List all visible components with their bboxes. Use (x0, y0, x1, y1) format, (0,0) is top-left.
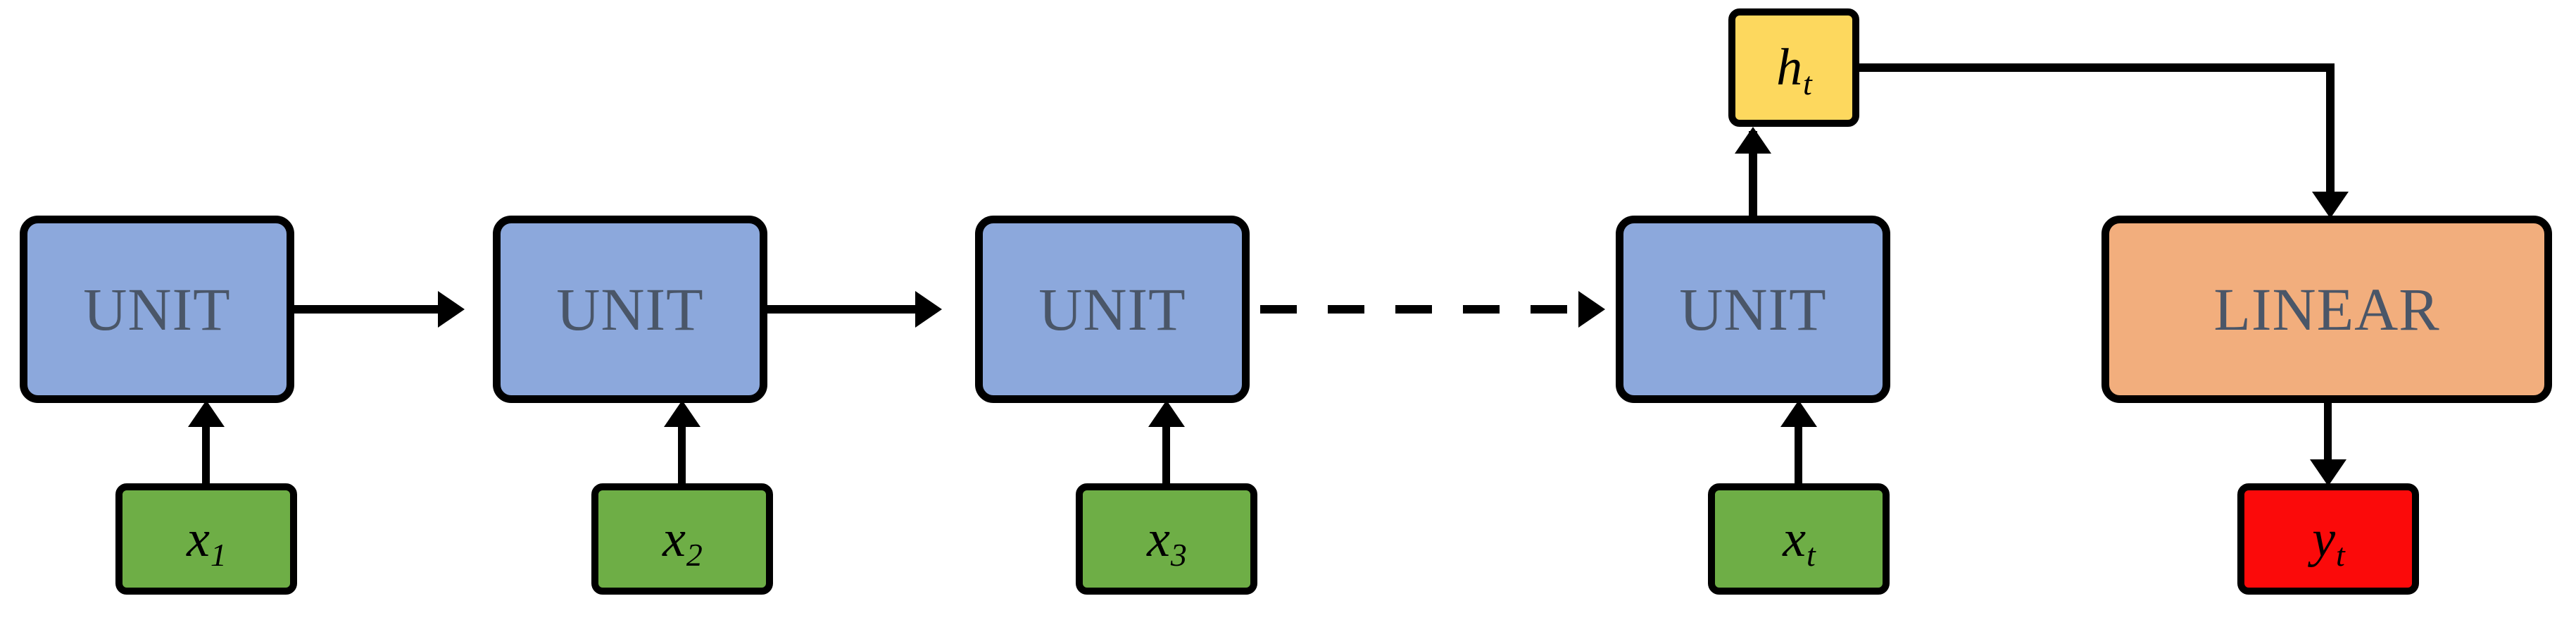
node-state-h-t[interactable]: ht (1728, 8, 1859, 127)
edge-x1-to-unit1-line (202, 423, 210, 488)
node-unit-2[interactable]: UNIT (493, 216, 767, 403)
node-input-x-1[interactable]: x1 (115, 483, 297, 595)
edge-x2-to-unit2-arrowhead (664, 400, 700, 427)
input-x-2-label: x2 (662, 510, 703, 573)
edge-unit2-to-unit3-line (767, 305, 919, 314)
edge-x3-to-unit3-line (1162, 423, 1170, 488)
edge-unit3-to-unitt-dashed-line (1260, 305, 1578, 314)
node-input-x-t[interactable]: xt (1708, 483, 1890, 595)
edge-x1-to-unit1-arrowhead (188, 400, 225, 427)
node-unit-3[interactable]: UNIT (975, 216, 1250, 403)
edge-xt-to-unitt-arrowhead (1780, 400, 1817, 427)
edge-unit1-to-unit2-arrowhead (438, 291, 465, 328)
edge-unit3-to-unitt-arrowhead (1578, 291, 1605, 328)
edge-unitt-to-ht-arrowhead (1735, 127, 1771, 154)
input-x-t-label: xt (1783, 510, 1816, 573)
output-y-t-label: yt (2312, 510, 2345, 573)
edge-ht-to-linear-vertical (2326, 63, 2335, 204)
edge-linear-to-yt-line (2324, 402, 2332, 466)
node-unit-1[interactable]: UNIT (20, 216, 294, 403)
node-linear-label: LINEAR (2213, 275, 2440, 343)
node-unit-3-label: UNIT (1038, 275, 1186, 343)
node-unit-t-label: UNIT (1679, 275, 1827, 343)
edge-unit1-to-unit2-line (294, 305, 442, 314)
input-x-1-label: x1 (187, 510, 227, 573)
node-output-y-t[interactable]: yt (2237, 483, 2419, 595)
edge-xt-to-unitt-line (1795, 423, 1802, 488)
edge-x3-to-unit3-arrowhead (1148, 400, 1185, 427)
node-unit-2-label: UNIT (556, 275, 704, 343)
node-unit-t[interactable]: UNIT (1616, 216, 1890, 403)
node-unit-1-label: UNIT (83, 275, 231, 343)
edge-linear-to-yt-arrowhead (2310, 459, 2346, 486)
node-input-x-3[interactable]: x3 (1076, 483, 1257, 595)
edge-ht-to-linear-horizontal (1857, 63, 2335, 72)
edge-x2-to-unit2-line (678, 423, 686, 488)
node-linear[interactable]: LINEAR (2101, 216, 2552, 403)
state-h-t-label: ht (1776, 39, 1812, 101)
edge-ht-to-linear-arrowhead (2312, 192, 2349, 218)
edge-unit2-to-unit3-arrowhead (915, 291, 942, 328)
node-input-x-2[interactable]: x2 (591, 483, 773, 595)
input-x-3-label: x3 (1147, 510, 1187, 573)
